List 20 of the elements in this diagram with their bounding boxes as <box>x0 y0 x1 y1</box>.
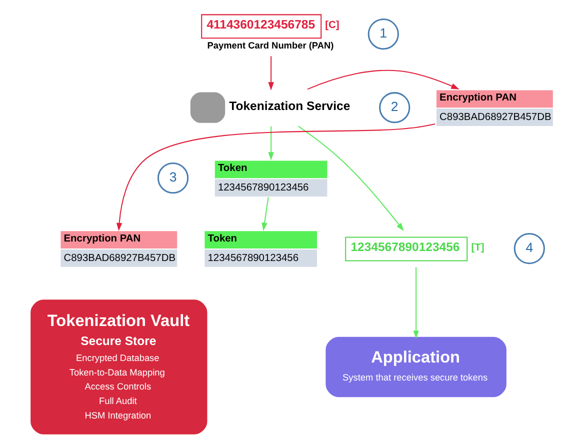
arrow <box>297 126 404 232</box>
node-circle: 4 <box>513 232 544 264</box>
node-box: Tokenization Vault Secure Store Encrypted Database Token-to-Data Mapping Access Controls Full Audit HSM Integration <box>30 300 207 434</box>
node-circle: 2 <box>378 92 410 124</box>
node-box: 4114360123456785 <box>200 14 322 39</box>
node-label: Payment Card Number (PAN) <box>206 40 334 51</box>
arrow <box>268 56 274 90</box>
arrow <box>306 70 459 90</box>
arrow <box>261 196 268 231</box>
arrow <box>412 267 418 339</box>
node-label: [C] <box>324 20 339 31</box>
node-circle: 3 <box>156 162 188 194</box>
node-circle: 1 <box>367 18 398 50</box>
node-box <box>190 92 225 123</box>
arrow <box>116 123 435 232</box>
arrow <box>268 126 274 160</box>
node-box: 1234567890123456 <box>344 236 468 262</box>
node-box: Application System that receives secure tokens <box>325 336 506 398</box>
node-label: Tokenization Service <box>228 98 350 113</box>
node-label: [T] <box>470 242 484 254</box>
